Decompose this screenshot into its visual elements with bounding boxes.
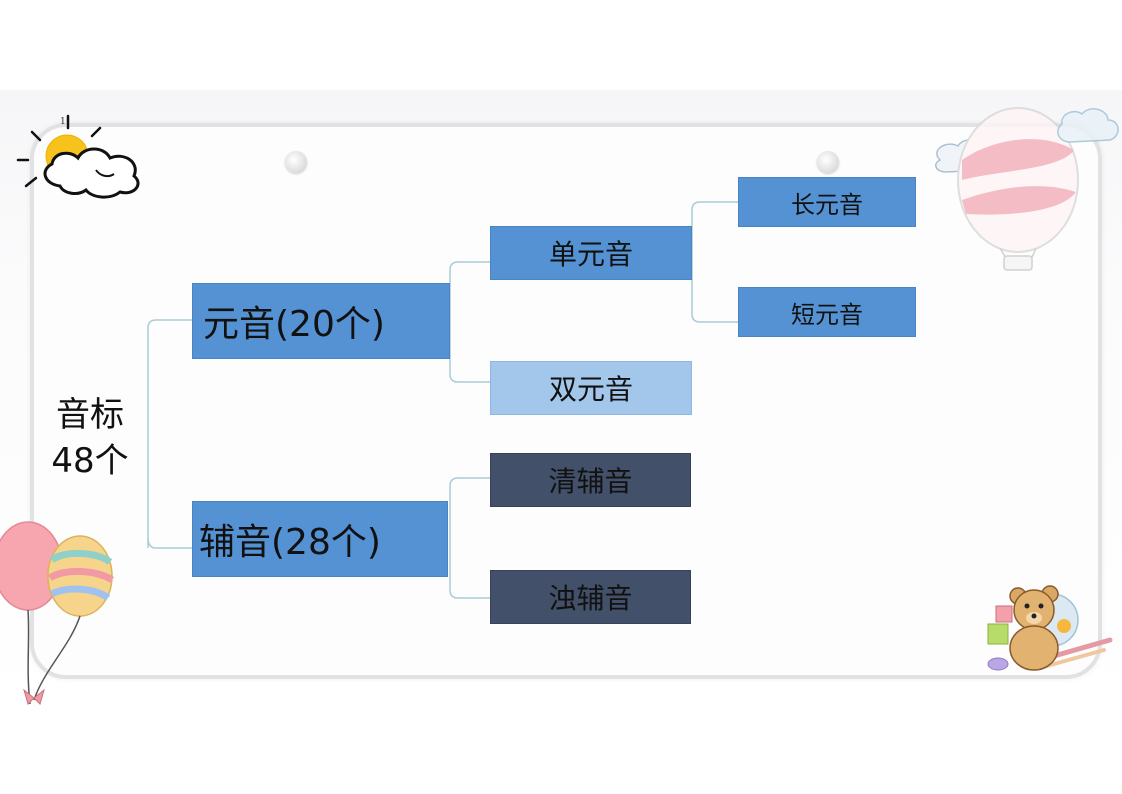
pin-left xyxy=(285,151,307,173)
node-vowels: 元音(20个) xyxy=(192,283,450,359)
node-long-vowel-label: 长元音 xyxy=(791,190,863,219)
pin-right xyxy=(817,151,839,173)
node-short-vowel: 短元音 xyxy=(738,287,916,337)
node-short-vowel-label: 短元音 xyxy=(791,300,863,329)
connector-vowels-diphthong xyxy=(449,322,490,383)
node-voiceless: 清辅音 xyxy=(490,453,691,507)
node-voiced: 浊辅音 xyxy=(490,570,691,624)
node-diphthong-label: 双元音 xyxy=(548,373,633,406)
root-line2: 48个 xyxy=(51,441,129,481)
cloud-icon xyxy=(43,147,140,199)
node-vowels-label: 元音(20个) xyxy=(203,304,385,345)
node-monophthong: 单元音 xyxy=(490,226,692,280)
connector-root-vowels xyxy=(147,319,192,548)
node-diphthong: 双元音 xyxy=(490,361,692,415)
connector-vowels-monophthong xyxy=(449,261,490,322)
teddy-bear-icon xyxy=(987,585,1113,671)
connector-root-consonants xyxy=(147,537,192,549)
connector-monophthong-short xyxy=(691,252,738,323)
node-long-vowel: 长元音 xyxy=(738,177,916,227)
page-number: 1 xyxy=(60,117,66,127)
node-voiced-label: 浊辅音 xyxy=(548,582,633,615)
connector-consonants-voiced xyxy=(449,538,490,599)
node-consonants-label: 辅音(28个) xyxy=(199,522,381,563)
node-voiceless-label: 清辅音 xyxy=(548,465,633,498)
root-line1: 音标 xyxy=(56,395,124,435)
balloons-icon xyxy=(0,521,115,705)
node-monophthong-label: 单元音 xyxy=(548,238,633,271)
node-consonants: 辅音(28个) xyxy=(192,501,448,577)
hot-air-balloon-icon xyxy=(935,107,1119,271)
connector-consonants-voiceless xyxy=(449,477,490,538)
connector-monophthong-long xyxy=(691,201,738,252)
root-node: 音标 48个 xyxy=(38,392,142,484)
